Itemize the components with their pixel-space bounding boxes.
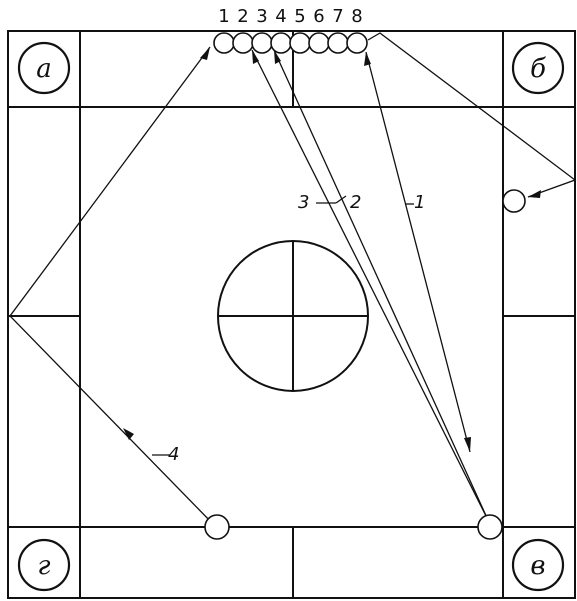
ball-number-5: 5 [294,6,305,27]
trajectory-4 [9,46,217,528]
corner-letter-g: г [37,551,50,581]
corner-letter-b: б [530,54,546,84]
ball-number-8: 8 [351,6,362,27]
trajectory-1 [365,51,471,453]
ball-3 [251,32,273,54]
ball-number-3: 3 [256,6,267,27]
center-circle [217,240,369,392]
trajectory-1-arrowhead-top [364,52,371,66]
ball-7 [327,32,349,54]
outer-frame [7,30,576,599]
ball-5 [289,32,311,54]
ball-number-4: 4 [275,6,286,27]
trajectory-right-arrowhead [528,190,541,198]
ball-6 [308,32,330,54]
trajectory-4-arrowhead-mid [123,428,134,440]
trajectories [9,32,577,528]
ball-number-1: 1 [218,6,229,27]
corner-marker-v: в [511,538,565,592]
ball-2 [232,32,254,54]
trajectory-4-arrowhead-top [200,47,210,60]
path-label-1: 1 [414,192,425,213]
ball-row [213,32,368,54]
cue-ball-right [477,514,503,540]
corner-letter-a: а [36,54,52,84]
path-label-3: 3 [298,192,309,213]
corner-marker-b: б [511,41,565,95]
ball-number-6: 6 [313,6,324,27]
trajectory-2 [273,49,489,521]
ball-8 [346,32,368,54]
ball-number-7: 7 [332,6,343,27]
ball-number-2: 2 [237,6,248,27]
path-label-2: 2 [350,192,361,213]
trajectory-right [367,32,577,198]
ball-1 [213,32,235,54]
corner-marker-a: а [17,41,71,95]
cue-ball-left [204,514,230,540]
ball-4 [270,32,292,54]
leader-3b [335,195,347,204]
trajectory-3-arrowhead [252,50,259,64]
ball-numbers: 1 2 3 4 5 6 7 8 [218,6,362,27]
corner-marker-g: г [17,538,71,592]
trajectory-1-arrowhead-bottom [464,437,471,452]
corner-letter-v: в [530,551,545,581]
trajectory-3 [251,49,489,521]
ball-right-cushion [502,189,526,213]
trajectory-2-arrowhead [274,50,281,64]
path-label-4: 4 [168,444,179,465]
